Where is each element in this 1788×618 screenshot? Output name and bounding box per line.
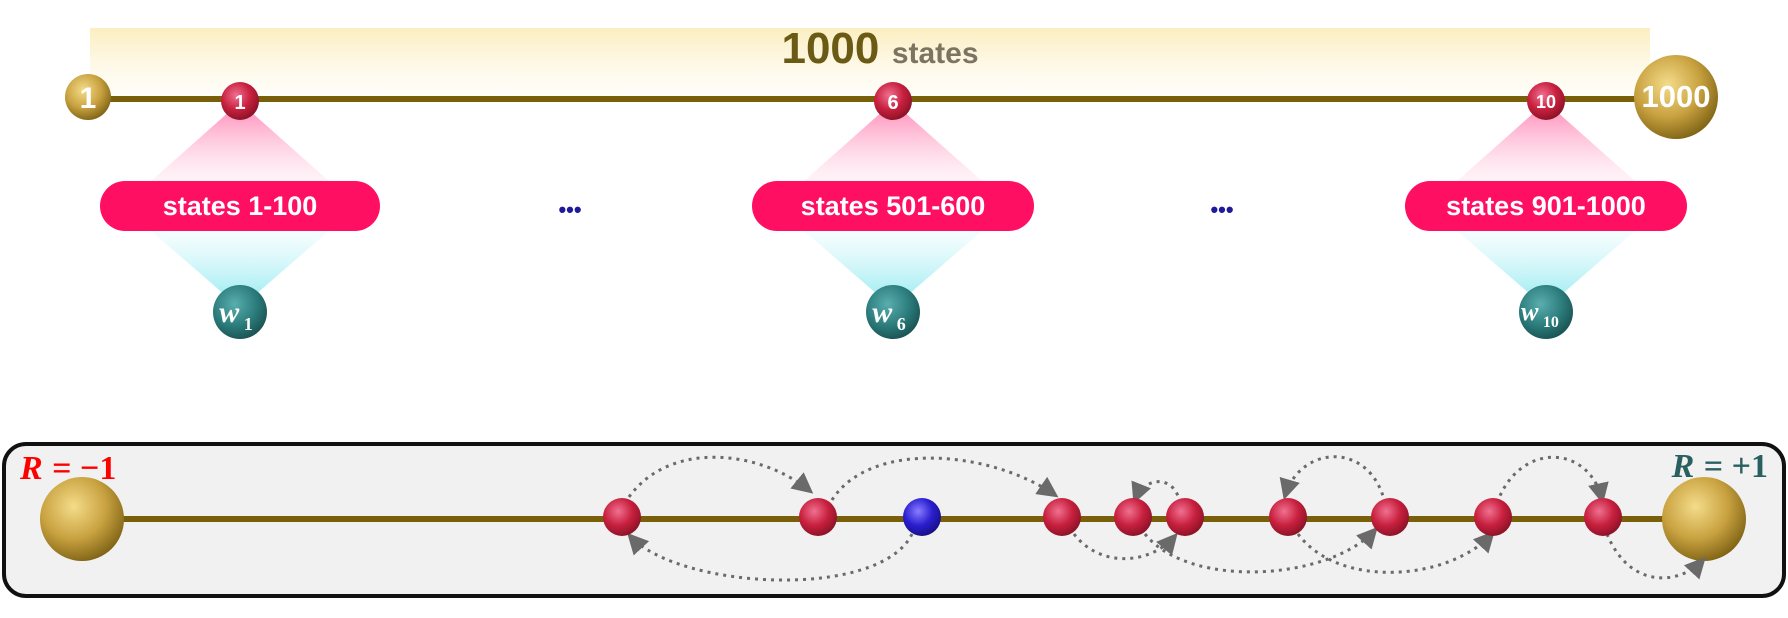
range-label-1: states 1-100 [163, 191, 318, 221]
weight-sub-10: 10 [1543, 314, 1559, 331]
group-node-1 [221, 82, 259, 120]
reward-right-var: R [1671, 448, 1695, 485]
range-pill-6 [752, 181, 1034, 231]
weight-label-6: w 6 [872, 296, 905, 334]
walk-node [1269, 498, 1307, 536]
walk-node [603, 498, 641, 536]
weight-label-10: w 10 [1521, 297, 1559, 331]
weight-base-6: w [872, 296, 893, 329]
fan-bottom-1 [150, 230, 330, 308]
ellipsis-2: ••• [1210, 197, 1233, 222]
weight-base-10: w [1521, 297, 1539, 326]
arrow-5 [1131, 480, 1182, 504]
group-node-10 [1527, 82, 1565, 120]
fan-bottom-10 [1456, 230, 1636, 308]
range-pill-10 [1405, 181, 1687, 231]
group-10: states 901-1000 10 w 10 [1405, 82, 1687, 339]
reward-right-value: +1 [1732, 448, 1768, 485]
weight-node-6 [866, 285, 920, 339]
endpoint-left [65, 74, 111, 120]
range-pill-1 [100, 181, 380, 231]
walk-node [1474, 498, 1512, 536]
arrow-3 [627, 532, 914, 582]
group-1: states 1-100 1 w 1 [100, 82, 380, 339]
weight-label-1: w 1 [219, 296, 252, 334]
endpoint-right-label: 1000 [1642, 79, 1711, 114]
walk-node [1114, 498, 1152, 536]
group-6: states 501-600 6 w 6 [752, 82, 1034, 339]
walk-node [1043, 498, 1081, 536]
walk-node [1371, 498, 1409, 536]
weight-sub-1: 1 [244, 314, 253, 334]
title-suffix: states [892, 37, 979, 70]
terminal-right [1662, 477, 1746, 561]
fan-top-6 [803, 102, 983, 182]
reward-right: R = +1 [1671, 447, 1768, 485]
arrow-1 [627, 455, 814, 498]
walk-node [1166, 498, 1204, 536]
endpoint-left-label: 1 [80, 82, 97, 115]
arrow-9 [1495, 455, 1609, 505]
endpoint-right [1634, 55, 1718, 139]
weight-sub-6: 6 [897, 314, 906, 334]
fan-bottom-6 [803, 230, 983, 308]
group-node-label-10: 10 [1536, 92, 1556, 112]
weight-base-1: w [219, 296, 240, 329]
group-node-label-6: 6 [887, 92, 898, 114]
arrow-2 [830, 456, 1059, 501]
arrow-8 [1296, 530, 1495, 574]
walk-agent [903, 498, 941, 536]
fan-top-10 [1456, 102, 1636, 182]
reward-left-var: R [19, 450, 43, 487]
title-number: 1000 [781, 24, 879, 73]
weight-node-10 [1519, 285, 1573, 339]
weight-node-1 [213, 285, 267, 339]
title-banner [90, 28, 1650, 98]
group-node-label-1: 1 [234, 92, 245, 114]
walk-nodes [603, 498, 1622, 536]
title: 1000 states [781, 24, 978, 73]
range-label-10: states 901-1000 [1446, 191, 1646, 221]
range-label-6: states 501-600 [801, 191, 986, 221]
terminal-left [40, 477, 124, 561]
arrow-4 [1072, 532, 1178, 561]
transition-arrows [627, 455, 1706, 582]
group-node-6 [874, 82, 912, 120]
ellipsis-1: ••• [558, 197, 581, 222]
walk-node [1584, 498, 1622, 536]
arrow-7 [1279, 455, 1387, 504]
fan-top-1 [150, 102, 330, 182]
walk-node [799, 498, 837, 536]
